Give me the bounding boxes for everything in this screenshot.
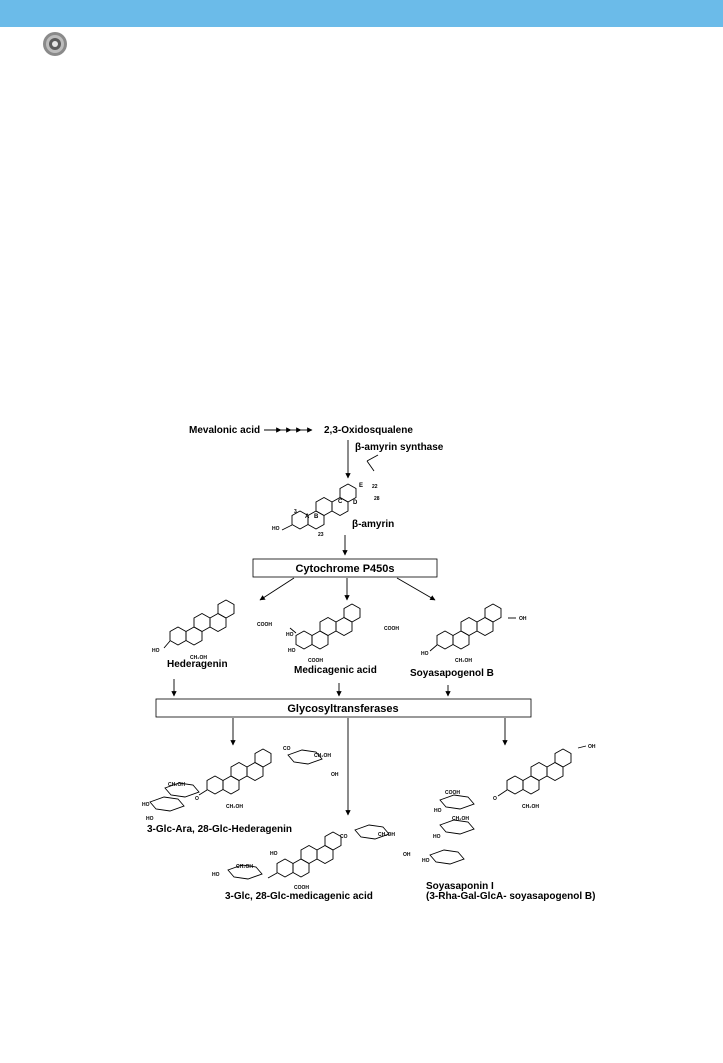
hederagenin-saponin-ch2oh-3: CH₂OH: [168, 782, 185, 788]
medicagenic-structure: HO HO COOH COOH: [286, 604, 399, 664]
soyasaponin-ch2oh-1: CH₂OH: [522, 804, 539, 810]
medicagenic-saponin-ho-2: HO: [212, 872, 220, 878]
medicagenic-saponin-ch2oh-1: CH₂OH: [378, 832, 395, 838]
hederagenin-saponin-ho-1: HO: [142, 802, 150, 808]
medicagenic-ho-2: HO: [288, 648, 296, 654]
hederagenin-label: Hederagenin: [167, 659, 228, 670]
hederagenin-saponin-label: 3-Glc-Ara, 28-Glc-Hederagenin: [147, 824, 292, 835]
hederagenin-saponin-ho-2: HO: [146, 816, 154, 822]
hederagenin-saponin-ch2oh-2: CH₂OH: [226, 804, 243, 810]
soyasaponin-o: O: [493, 796, 497, 802]
soyasaponin-structure: OH CH₂OH COOH CH₂OH HO HO HO O: [422, 744, 596, 865]
hydroxyl-label: HO: [272, 526, 280, 532]
soyasaponin-ho-1: HO: [434, 808, 442, 814]
soyasaponin-name-label: Soyasaponin I: [426, 881, 494, 892]
gt-label: Glycosyltransferases: [287, 703, 398, 715]
intermediate-label: 2,3-Oxidosqualene: [324, 425, 413, 436]
synthase-label: β-amyrin synthase: [355, 442, 444, 453]
to-soyasapogenol-arrow: [396, 577, 436, 601]
soyasapogenol-ch2oh: CH₂OH: [455, 658, 472, 664]
ring-label-b: B: [314, 514, 319, 520]
soyasaponin-oh-1: OH: [588, 744, 596, 750]
beta-amyrin-label: β-amyrin: [352, 519, 394, 530]
soyasapogenol-ho: HO: [421, 651, 429, 657]
soyasapogenol-label: Soyasapogenol B: [410, 668, 494, 679]
soyasaponin-detail-label: (3-Rha-Gal-GlcA- soyasapogenol B): [426, 891, 595, 902]
medicagenic-saponin-ho-1: HO: [270, 851, 278, 857]
carbon-label-23: 23: [318, 532, 324, 538]
header-bar: [0, 0, 723, 27]
soyasaponin-ho-2: HO: [433, 834, 441, 840]
soyasapogenol-structure: HO OH CH₂OH: [421, 604, 527, 664]
soyasaponin-cooh: COOH: [445, 790, 460, 796]
medicagenic-saponin-oh-1: OH: [403, 852, 411, 858]
soyasaponin-ch2oh-2: CH₂OH: [452, 816, 469, 822]
p450-label: Cytochrome P450s: [295, 563, 394, 575]
hederagenin-structure: HO COOH CH₂OH: [152, 600, 272, 661]
medicagenic-cooh-2: COOH: [308, 658, 323, 664]
soyasaponin-ho-3: HO: [422, 858, 430, 864]
soyasapogenol-oh: OH: [519, 616, 527, 622]
to-hederagenin-arrow: [259, 577, 295, 601]
ring-label-c: C: [338, 499, 343, 505]
medicagenic-saponin-cooh: COOH: [294, 885, 309, 891]
medicagenic-saponin-structure: CO CH₂OH CH₂OH OH HO HO COOH: [212, 824, 411, 891]
journal-seal-icon: [43, 32, 67, 56]
medicagenic-saponin-co: CO: [340, 834, 348, 840]
medicagenic-cooh-1: COOH: [384, 626, 399, 632]
carbon-label-22: 22: [372, 484, 378, 490]
hederagenin-saponin-co: CO: [283, 746, 291, 752]
medicagenic-ho-1: HO: [286, 632, 294, 638]
medicagenic-saponin-label: 3-Glc, 28-Glc-medicagenic acid: [225, 891, 373, 902]
gt-box: Glycosyltransferases: [155, 698, 532, 718]
hederagenin-ch2oh: CH₂OH: [190, 655, 207, 661]
medicagenic-saponin-ch2oh-2: CH₂OH: [236, 864, 253, 870]
precursor-label: Mevalonic acid: [189, 425, 260, 436]
hederagenin-ho: HO: [152, 648, 160, 654]
hederagenin-saponin-oh-1: OH: [331, 772, 339, 778]
hederagenin-saponin-structure: CO CH₂OH CH₂OH CH₂OH OH HO HO O: [142, 746, 339, 822]
ring-label-e: E: [359, 483, 363, 489]
ring-label-a: A: [305, 514, 310, 520]
hederagenin-saponin-ch2oh-1: CH₂OH: [314, 753, 331, 759]
hederagenin-cooh: COOH: [257, 622, 272, 628]
ring-label-d: D: [353, 500, 358, 506]
hederagenin-saponin-o: O: [195, 796, 199, 802]
beta-amyrin-structure: A B C D E 3 23 28 22 HO: [272, 454, 380, 538]
medicagenic-label: Medicagenic acid: [294, 665, 377, 676]
carbon-label-28: 28: [374, 496, 380, 502]
carbon-label-3: 3: [294, 509, 297, 515]
p450-box: Cytochrome P450s: [252, 558, 438, 578]
